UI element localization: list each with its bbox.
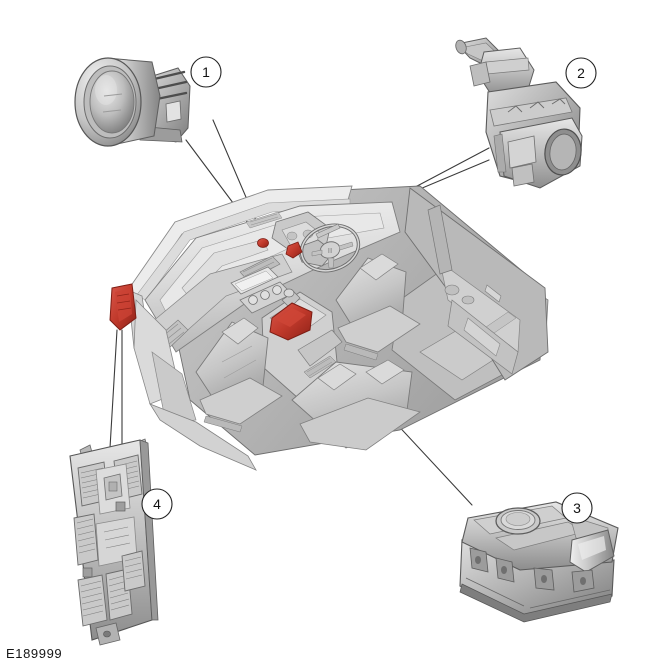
rear-headrest-right [365, 359, 405, 385]
part-1-dome-marking [102, 93, 123, 113]
part-3-rotary-dial-face [505, 512, 531, 526]
highlight-console-module-facet [276, 308, 306, 327]
part-4-connector-block-lower-right [121, 550, 146, 592]
rear-seat-bench [291, 359, 421, 451]
callout-3: 3 [561, 492, 593, 524]
part-2-latch [507, 135, 537, 169]
callout-3-number: 3 [573, 500, 581, 516]
callout-1-circle [190, 56, 222, 88]
infotainment-display-screen [234, 270, 274, 292]
part-2-body-notches [507, 98, 566, 113]
part-2-shaft-end [455, 39, 467, 55]
seat-rail-right [343, 343, 379, 361]
callout-2-circle [565, 57, 597, 89]
console-rear-vent [303, 355, 337, 379]
front-left-seat [195, 317, 283, 425]
climate-knob-1[interactable] [248, 295, 258, 305]
part-2-steering-column-lock-module [455, 37, 583, 189]
highlight-ignition-switch [257, 238, 269, 248]
part-4-socket-a [115, 501, 126, 512]
rear-quarter-armrest [463, 317, 501, 357]
steering-wheel-spoke-right [338, 241, 354, 251]
callout-2: 2 [565, 57, 597, 89]
callout-3-circle [561, 492, 593, 524]
highlight-markers [109, 238, 313, 341]
callout-4: 4 [141, 488, 173, 520]
steering-wheel-spoke-bottom [327, 257, 335, 269]
part-1-connector-tab [165, 100, 182, 123]
front-right-headrest [359, 253, 399, 281]
callouts: 1 2 3 4 [141, 56, 597, 524]
steering-wheel-spoke-left [311, 249, 323, 257]
rear-headrest-left [317, 363, 357, 391]
front-left-seat-seam [221, 345, 253, 363]
part-4-recess-mid-labels [103, 526, 131, 549]
part-3-bracket-holes [475, 556, 586, 585]
part-3-lower-ribs [465, 577, 611, 609]
part-4-mount-hole-bottom [103, 630, 111, 638]
part-2-latch-tab [511, 163, 535, 187]
rear-seat-cushion [299, 397, 421, 451]
front-right-seat [335, 253, 421, 353]
part-3-center-console-control-module [459, 501, 619, 623]
front-left-seat-seam-2 [223, 359, 257, 379]
part-4-recess-upper-pin [108, 481, 118, 492]
part-2-side-rib [493, 133, 507, 173]
door-handle-rear [484, 284, 502, 303]
climate-knob-3[interactable] [272, 285, 282, 295]
highlight-junction-box-facet [115, 289, 132, 322]
steering-wheel-badge: ||| [328, 248, 332, 254]
part-1-ignition-switch-barrel [74, 57, 191, 147]
front-left-seat-cushion [199, 377, 283, 425]
seat-rail-left [203, 415, 243, 433]
steering-wheel: ||| [299, 223, 361, 273]
front-right-seat-cushion [337, 305, 421, 353]
front-left-headrest [221, 317, 259, 345]
callout-1-number: 1 [202, 64, 210, 80]
part-2-body-band [489, 97, 573, 127]
instrument-gauge-left [286, 231, 298, 241]
part-4-connector-block-mid-left [73, 513, 99, 566]
callout-1: 1 [190, 56, 222, 88]
door-speaker-grille-2 [461, 295, 475, 305]
part-3-chrome-trim-highlight [578, 536, 606, 560]
footwell-kick-panel [151, 351, 197, 425]
lower-body-outline-left [149, 403, 257, 471]
part-4-connector-block-lower-left [77, 574, 108, 627]
b-pillar-seatbelt [427, 204, 453, 275]
climate-knob-2[interactable] [260, 290, 270, 300]
part-2-connector-opening-inner [549, 133, 577, 171]
column-stalk [315, 223, 341, 239]
leader-line-4a [109, 329, 118, 449]
callout-2-number: 2 [577, 65, 585, 81]
part-3-bottom-shadow [459, 583, 613, 623]
door-speaker-grille [444, 284, 460, 296]
console-rear-armrest [297, 329, 343, 367]
callout-4-circle [141, 488, 173, 520]
defrost-vent [245, 211, 283, 229]
part-4-passenger-junction-fuse-box [69, 438, 159, 646]
part-4-socket-b [82, 567, 93, 578]
highlight-steering-column-lock [285, 241, 303, 259]
figure-id-label: E189999 [6, 646, 63, 661]
vehicle-interior-cutaway: ||| [127, 185, 549, 471]
part-4-plate-edge [139, 439, 159, 621]
gear-selector-knob [283, 288, 295, 298]
callout-4-number: 4 [153, 496, 161, 512]
part-2-collar-tab [469, 61, 491, 87]
highlight-junction-box-detail [116, 293, 132, 311]
part-1-dome-highlight [95, 75, 117, 105]
